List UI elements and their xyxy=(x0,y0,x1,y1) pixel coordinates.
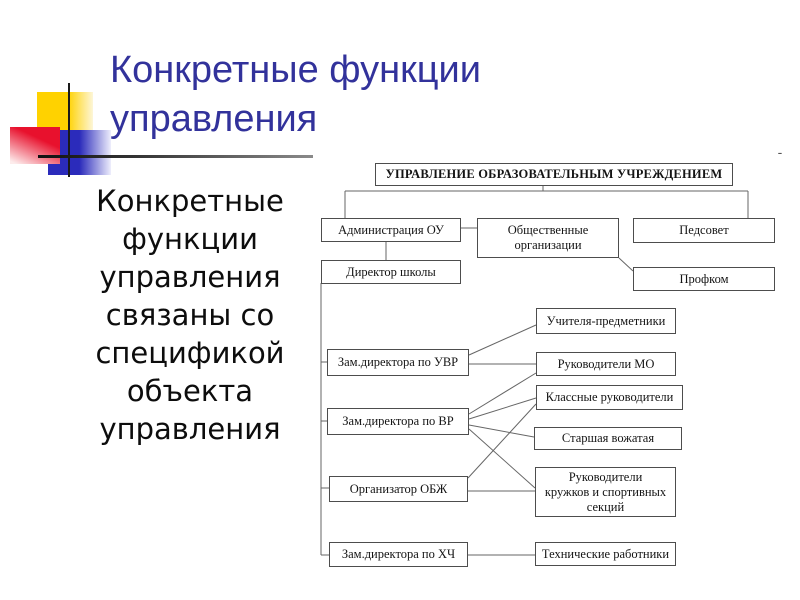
decor-vertical-line xyxy=(68,83,70,177)
org-box-subject-teachers: Учителя-предметники xyxy=(536,308,676,334)
org-box-administration: Администрация ОУ xyxy=(321,218,461,242)
org-box-senior-counselor: Старшая вожатая xyxy=(534,427,682,450)
org-box-profkom: Профком xyxy=(633,267,775,291)
org-box-mo-leaders: Руководители МО xyxy=(536,352,676,376)
edge-obzh-class xyxy=(467,403,537,479)
title-underline xyxy=(38,155,313,158)
org-box-club-leaders: Руководители кружков и спортивных секций xyxy=(535,467,676,517)
corner-dash: - xyxy=(777,144,783,160)
org-box-school-director: Директор школы xyxy=(321,260,461,284)
org-box-management: УПРАВЛЕНИЕ ОБРАЗОВАТЕЛЬНЫМ УЧРЕЖДЕНИЕМ xyxy=(375,163,733,186)
org-box-technical-staff: Технические работники xyxy=(535,542,676,566)
decor-yellow-square xyxy=(37,92,93,133)
org-box-public-organizations: Общественные организации xyxy=(477,218,619,258)
org-box-pedsovet: Педсовет xyxy=(633,218,775,243)
edge-vr-class xyxy=(468,397,537,420)
org-box-deputy-uvr: Зам.директора по УВР xyxy=(327,349,469,376)
org-box-deputy-vr: Зам.директора по ВР xyxy=(327,408,469,435)
edge-vr-clubs xyxy=(468,428,536,489)
org-box-class-teachers: Классные руководители xyxy=(536,385,683,410)
edge-uvr-teachers xyxy=(468,324,537,356)
edge-public-profkom xyxy=(618,257,634,272)
org-box-obzh-organizer: Организатор ОБЖ xyxy=(329,476,468,502)
edge-vr-vozhataya xyxy=(468,424,535,438)
decor-red-square xyxy=(10,127,60,164)
edge-vr-mo xyxy=(468,372,537,415)
page-title: Конкретные функции управления xyxy=(110,49,481,140)
org-box-deputy-hch: Зам.директора по ХЧ xyxy=(329,542,468,567)
body-text: Конкретные функции управления связаны со… xyxy=(95,184,285,446)
